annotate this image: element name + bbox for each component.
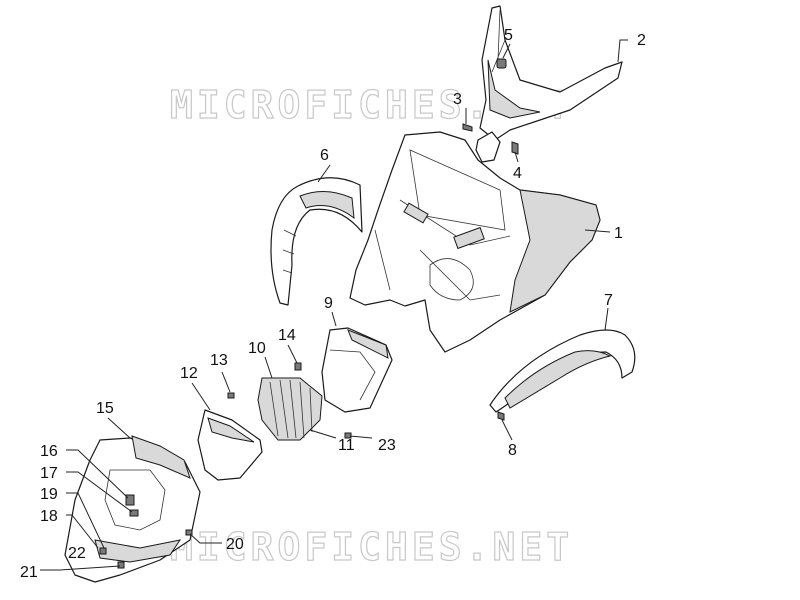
callout-20: 20: [226, 536, 244, 553]
part-23-screw: [344, 432, 352, 439]
part-5-nut: [496, 58, 507, 69]
callout-6: 6: [320, 147, 329, 164]
part-12-front-panel: [197, 409, 263, 481]
callout-14: 14: [278, 327, 296, 344]
part-3-screw: [462, 123, 501, 163]
callout-17: 17: [40, 465, 58, 482]
part-2-upper-cover: [479, 5, 623, 141]
callout-23: 23: [378, 437, 396, 454]
callout-4: 4: [513, 165, 522, 182]
callout-18: 18: [40, 508, 58, 525]
callout-16: 16: [40, 443, 58, 460]
leader-lines: [40, 39, 628, 571]
part-9-inner-bracket: [321, 327, 393, 413]
callout-11: 11: [338, 437, 355, 454]
callout-19: 19: [40, 486, 58, 503]
callout-13: 13: [210, 352, 228, 369]
callout-8: 8: [508, 442, 517, 459]
callout-9: 9: [324, 295, 333, 312]
callout-10: 10: [248, 340, 266, 357]
callout-15: 15: [96, 400, 114, 417]
part-22-clip: [99, 547, 107, 555]
part-20-screw: [185, 529, 193, 536]
callout-1: 1: [614, 225, 623, 242]
part-14-clip: [294, 362, 302, 371]
callout-21: 21: [20, 564, 38, 581]
part-7-side-trim: [489, 329, 636, 413]
callout-2: 2: [637, 32, 646, 49]
part-10-grille: [257, 377, 323, 441]
callout-3: 3: [453, 91, 462, 108]
callout-7: 7: [604, 292, 613, 309]
part-6-side-trim: [270, 177, 363, 306]
callout-12: 12: [180, 365, 198, 382]
part-4-clip: [511, 141, 519, 155]
part-13-screw: [227, 392, 235, 399]
watermark-bottom: MICROFICHES.NET: [170, 525, 573, 569]
part-8-screw: [497, 411, 505, 421]
callout-22: 22: [68, 545, 86, 562]
callout-5: 5: [504, 27, 513, 44]
part-1-front-body: [349, 131, 601, 353]
part-21-clip: [117, 561, 125, 569]
